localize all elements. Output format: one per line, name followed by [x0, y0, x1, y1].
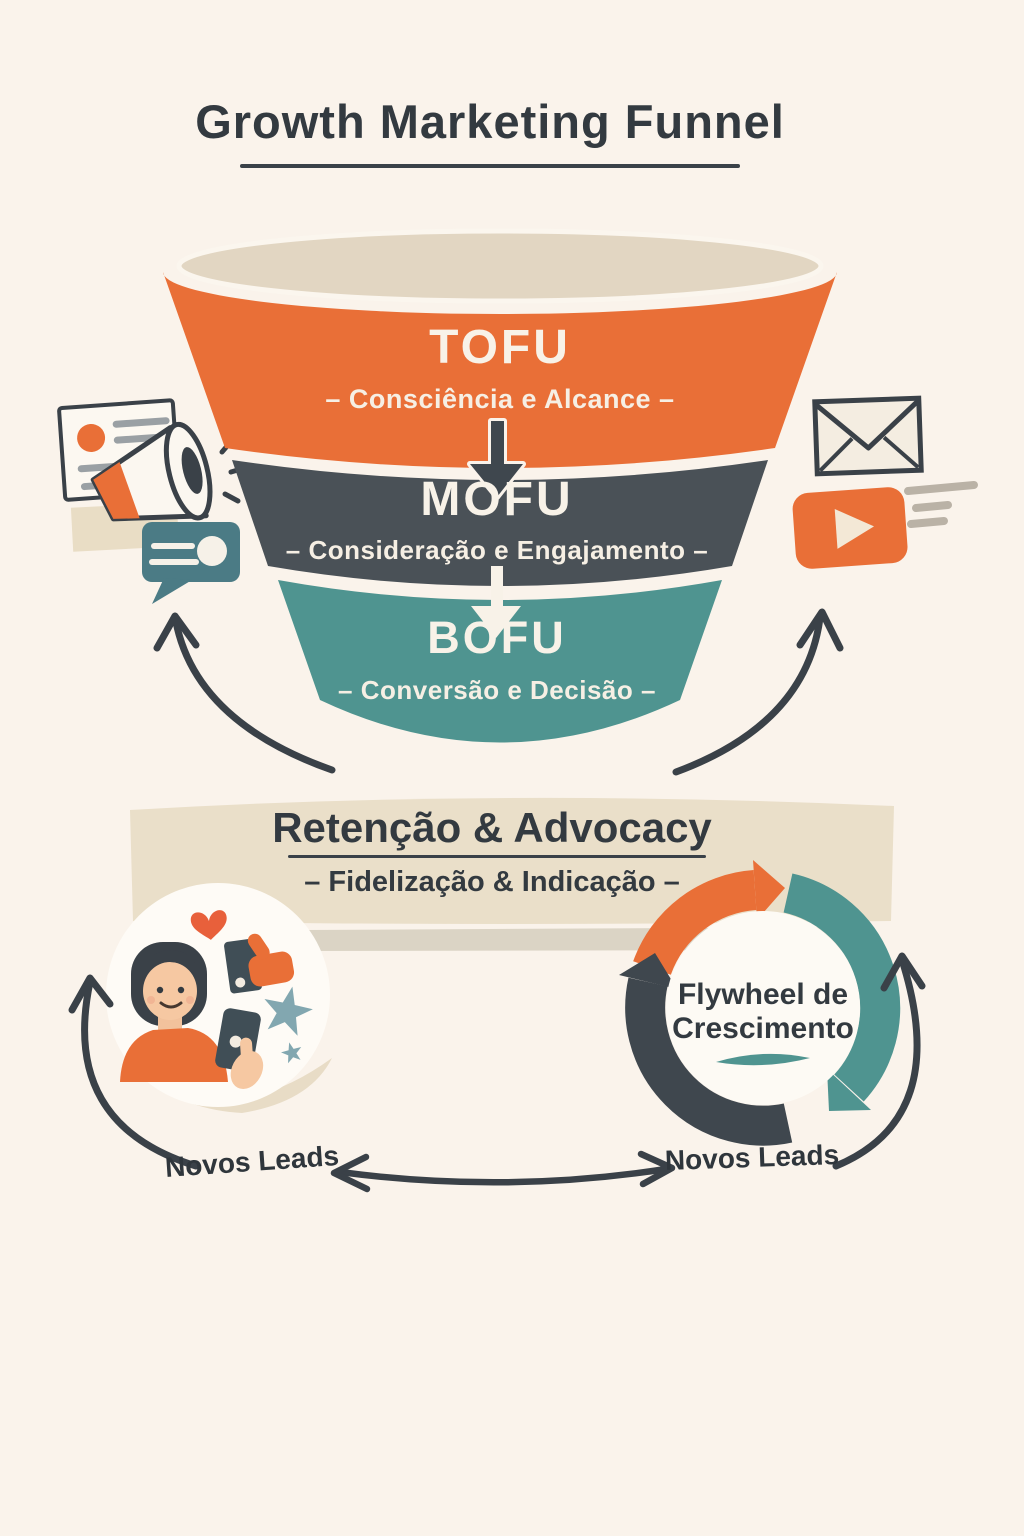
stage-mofu-title: MOFU	[420, 473, 574, 526]
star-small-icon	[281, 1042, 302, 1064]
funnel	[163, 228, 837, 743]
stage-tofu-subtitle: – Consciência e Alcance –	[325, 384, 675, 414]
funnel-stage-bofu	[278, 580, 722, 743]
page-title: Growth Marketing Funnel	[195, 95, 785, 148]
funnel-mouth	[176, 228, 824, 304]
retention-title: Retenção & Advocacy	[272, 804, 712, 851]
flywheel-cycle-icon	[619, 860, 901, 1146]
funnel-stage-tofu	[163, 272, 837, 468]
advocacy-illustration	[106, 883, 332, 1113]
stage-bofu-subtitle: – Conversão e Decisão –	[338, 675, 656, 705]
stage-tofu-title: TOFU	[429, 321, 571, 374]
flywheel-underline-swoosh	[716, 1053, 810, 1066]
feedback-arrow-left	[153, 612, 336, 774]
video-play-icon	[792, 487, 908, 569]
retention-underline	[288, 855, 706, 858]
title-underline	[240, 164, 740, 168]
speed-lines-icon	[904, 481, 978, 528]
person-avatar	[120, 942, 228, 1082]
phone-in-hand-icon	[215, 1008, 264, 1090]
flywheel-outer-arrow	[832, 952, 926, 1170]
thumbs-up-icon	[247, 933, 295, 987]
funnel-stage-mofu	[232, 460, 768, 586]
envelope-icon	[812, 395, 924, 477]
chat-bubble-icon	[142, 522, 240, 604]
stage-arrow-mofu-bofu	[471, 566, 521, 638]
person-outer-arrow	[68, 974, 200, 1170]
flywheel-label-line2: Crescimento	[672, 1012, 854, 1045]
stage-arrow-tofu-mofu	[467, 418, 526, 500]
stage-mofu-subtitle: – Consideração e Engajamento –	[285, 535, 709, 565]
feedback-arrow-right	[672, 608, 844, 776]
retention-subtitle: – Fidelização & Indicação –	[304, 866, 680, 898]
leads-exchange-arrow	[330, 1150, 676, 1193]
flywheel-label-line1: Flywheel de	[677, 978, 849, 1011]
heart-icon	[190, 910, 227, 940]
star-icon	[264, 986, 313, 1036]
stage-bofu-title: BOFU	[427, 612, 567, 663]
